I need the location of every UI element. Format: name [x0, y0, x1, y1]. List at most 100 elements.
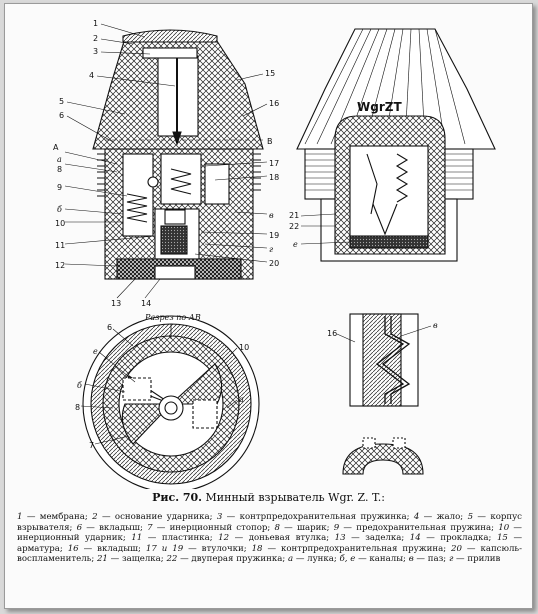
legend-item-number: 17 и 19 [145, 543, 184, 554]
label-6-round: 6 [107, 323, 112, 332]
legend-item-text: — капсюль-воспламенитель; [17, 543, 523, 565]
fuze-marking: WgrZT [357, 100, 402, 114]
legend-item-text: — двуперая пружинка; [177, 554, 288, 565]
legend-item: 11 — пластинка; [131, 533, 218, 543]
legend-item-number: 9 [333, 522, 340, 533]
label-5: 5 [59, 97, 64, 106]
insert-detail-view [349, 313, 419, 407]
legend-item-text: — каналы; [355, 554, 409, 565]
legend-item-number: 13 [334, 533, 346, 544]
label-v-insert: в [433, 321, 438, 330]
label-2: 2 [93, 34, 98, 43]
figure-caption: Рис. 70. Минный взрыватель Wgr. Z. T.: [5, 491, 532, 504]
legend-item-text: — предохранительная пружина; [339, 522, 499, 533]
legend-item-number: 1 [17, 512, 23, 522]
section-label: Разрез по АВ [144, 313, 201, 322]
left-section-view [92, 29, 264, 280]
legend-item-number: г [448, 554, 454, 565]
round-leader-lines [80, 328, 238, 445]
legend-item: 1 — мембрана; [17, 512, 92, 522]
legend-item-number: 21 [96, 554, 108, 565]
label-a-round: а [239, 395, 244, 404]
legend-item: 8 — шарик; [275, 523, 334, 533]
label-19: 19 [269, 231, 279, 240]
legend-item-text: — лунка; [293, 554, 340, 565]
legend-item-text: — прилив [453, 554, 501, 565]
legend-item: г — прилив [449, 554, 500, 564]
label-g: г [269, 245, 273, 254]
legend-item-number: 16 [67, 543, 79, 554]
legend-item: 22 — двуперая пружинка; [166, 554, 288, 564]
legend-item: 15 — арматура; [17, 533, 522, 554]
legend-item-number: в [408, 554, 414, 565]
label-10: 10 [55, 219, 65, 228]
legend-item: 16 — вкладыш; [68, 544, 146, 554]
legend-item: 3 — контрпредохранительная пружинка; [217, 512, 414, 522]
legend-item-text: — инерционный стопор; [152, 522, 275, 533]
legend-item-number: 7 [147, 522, 153, 533]
label-e-round: е [93, 347, 98, 356]
legend-item-text: — прокладка; [420, 533, 497, 544]
legend-item-number: 5 [467, 512, 474, 522]
label-7-round: 7 [89, 441, 94, 450]
legend-item-number: 4 [413, 512, 420, 522]
right-exterior-view [296, 28, 496, 262]
drawing-labels: 1 2 3 4 5 6 А а 8 9 б 10 11 12 13 14 15 … [53, 19, 438, 450]
label-11: 11 [55, 241, 65, 250]
legend-item-text: — контрпредохранительная пружинка; [222, 512, 414, 522]
legend-item-number: 6 [76, 522, 83, 533]
label-4: 4 [89, 71, 94, 80]
legend-item-text: — паз; [413, 554, 449, 565]
label-h: 6 [59, 111, 64, 120]
legend-item: 17 и 19 — втулочки; [146, 544, 252, 554]
legend-item-number: а [287, 554, 294, 565]
legend-item-number: 2 [92, 512, 98, 522]
label-3: 3 [93, 47, 98, 56]
legend-item-text: — инерционный ударник; [17, 522, 522, 544]
legend-item-text: — пластинка; [142, 533, 219, 544]
legend-item-number: 12 [218, 533, 230, 544]
label-B: В [267, 137, 273, 146]
label-b: б [57, 205, 62, 214]
legend-item-text: — основание ударника; [97, 512, 217, 522]
label-b-round: б [77, 381, 82, 390]
legend-item-text: — вкладыш; [78, 543, 146, 554]
legend-item-number: 3 [216, 512, 223, 522]
legend-item-text: — защелка; [107, 554, 167, 565]
right-leader-lines [300, 213, 351, 245]
left-leader-lines [64, 23, 268, 299]
legend-item-text: — доньевая втулка; [229, 533, 335, 544]
legend-item-text: — втулочки; [183, 543, 252, 554]
legend-item: 7 — инерционный стопор; [147, 523, 274, 533]
latch-detail-view [342, 437, 424, 475]
caption-title: Минный взрыватель Wgr. Z. T.: [205, 491, 385, 504]
label-12: 12 [55, 261, 65, 270]
round-section-view [82, 315, 260, 489]
legend-item: 21 — защелка; [97, 554, 166, 564]
legend-item: 10 — инерционный ударник; [17, 523, 522, 544]
caption-number: Рис. 70. [152, 491, 203, 504]
label-8-round: 8 [75, 403, 80, 412]
book-page: 1 2 3 4 5 6 А а 8 9 б 10 11 12 13 14 15 … [4, 3, 533, 609]
label-8: 8 [57, 165, 62, 174]
label-13: 13 [111, 299, 121, 308]
label-9: 9 [57, 183, 62, 192]
label-A: А [53, 143, 59, 152]
fuze-technical-drawing: 1 2 3 4 5 6 А а 8 9 б 10 11 12 13 14 15 … [53, 19, 496, 489]
legend-item-text: — корпус взрывателя; [17, 512, 522, 533]
label-15: 15 [265, 69, 275, 78]
legend-item-number: 20 [451, 543, 462, 554]
label-22: 22 [289, 222, 299, 231]
legend-item: 14 — прокладка; [410, 533, 497, 543]
legend-item-text: — арматура; [17, 533, 523, 554]
legend-item-text: — шарик; [279, 522, 334, 533]
label-16: 16 [269, 99, 279, 108]
label-10-round: 10 [239, 343, 249, 352]
legend-item: 18 — контрпредохранительная пружина; [252, 544, 451, 554]
label-14: 14 [141, 299, 151, 308]
label-16-insert: 16 [327, 329, 337, 338]
legend-item-number: б, е [339, 554, 356, 565]
figure-legend: 1 — мембрана; 2 — основание ударника; 3 … [17, 512, 522, 565]
legend-item-number: 8 [274, 522, 280, 533]
legend-item-text: — контрпредохранительная пружина; [262, 543, 452, 554]
